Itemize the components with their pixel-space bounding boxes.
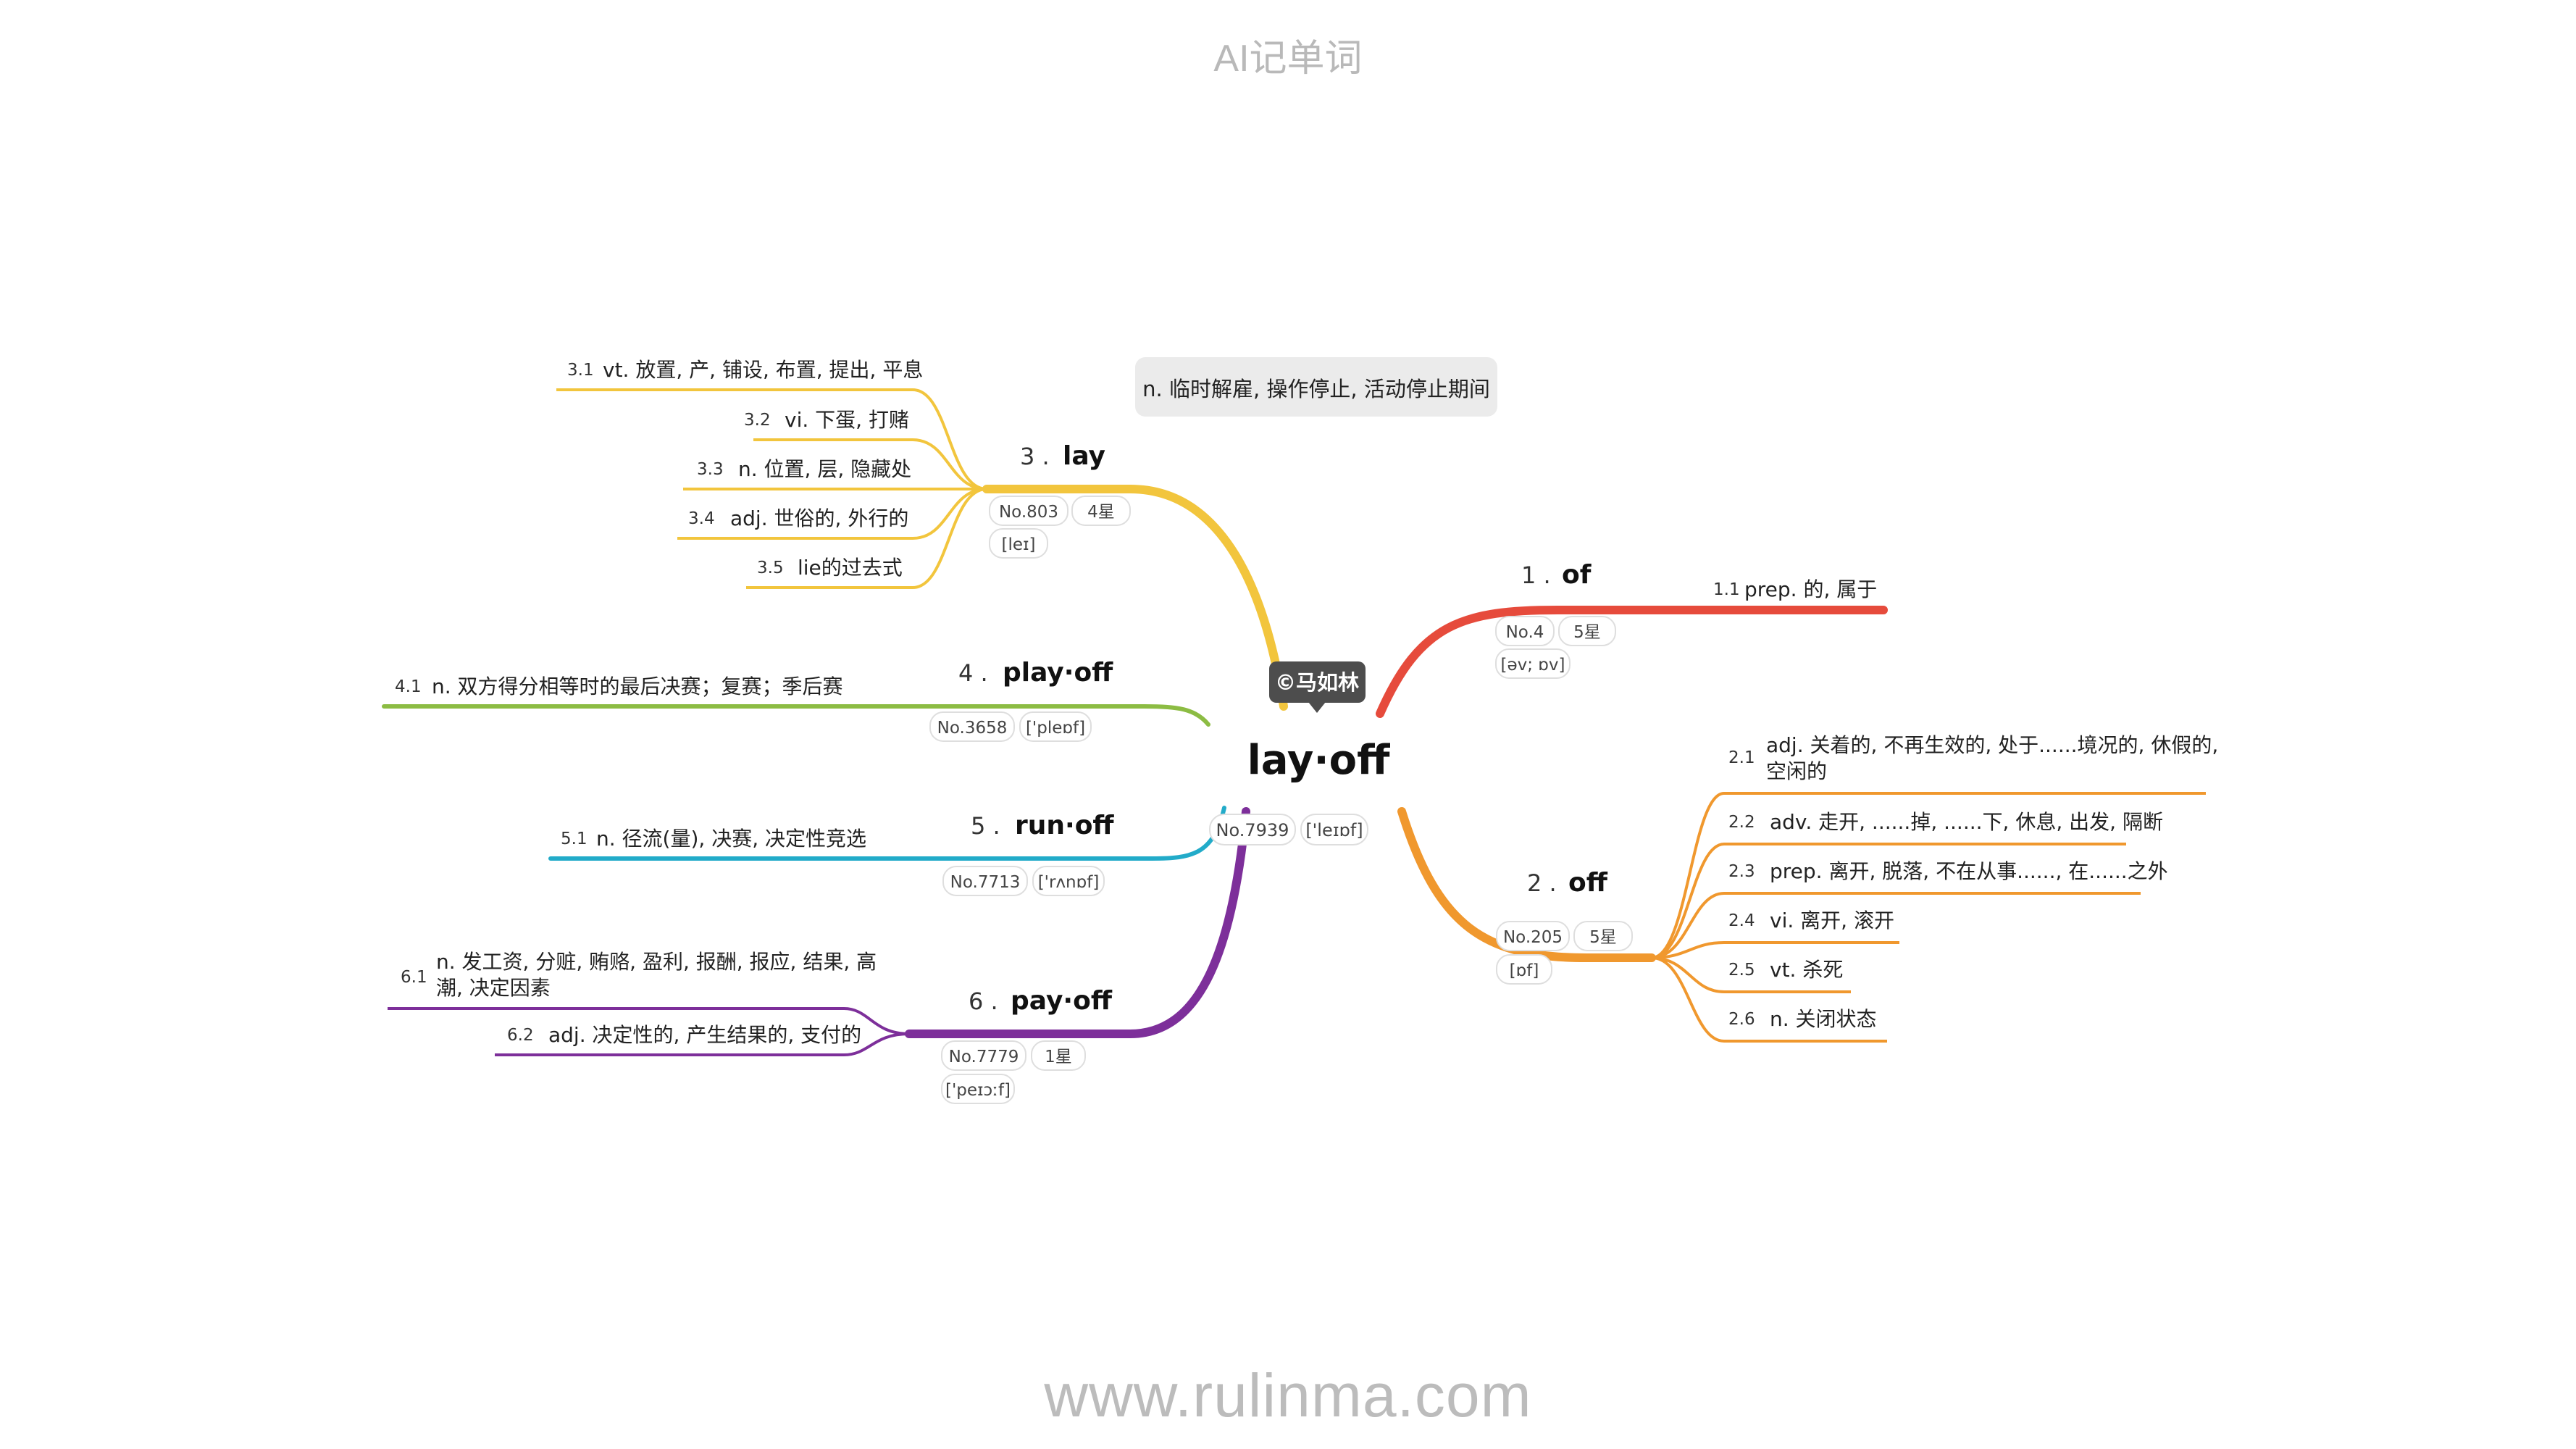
central-topic[interactable]: lay·off No.7939 ['leɪɒf]: [1209, 737, 1391, 845]
branch-number: 6 .: [969, 987, 998, 1015]
meaning-number: 5.1: [561, 830, 587, 848]
branch-number: 4 .: [958, 659, 988, 687]
branch-of[interactable]: 1 . of No.4 5星 [əv; ɒv] 1.1 prep. 的, 属于: [1495, 560, 1877, 679]
copyright-tag: ©马如林: [1269, 661, 1366, 713]
app-title: AI记单词: [1213, 38, 1363, 80]
stars-badge: 5星: [1589, 928, 1617, 947]
branch-word: pay·off: [1011, 986, 1113, 1016]
phonetic-badge: [ɒf]: [1510, 961, 1539, 980]
connector-playoff: [382, 704, 1210, 727]
meaning-text: vt. 杀死: [1770, 958, 1843, 982]
rank-badge: No.4: [1506, 623, 1544, 642]
branch-payoff[interactable]: 6 . pay·off No.7779 1星 ['peɪɔːf] 6.1 n. …: [401, 950, 1113, 1104]
phonetic-badge: [leɪ]: [1001, 535, 1035, 554]
meaning-text: adj. 关着的, 不再生效的, 处于......境况的, 休假的,: [1766, 733, 2218, 757]
meaning-number: 1.1: [1713, 580, 1740, 599]
meaning-number: 2.6: [1728, 1010, 1755, 1029]
meaning-number: 2.2: [1728, 813, 1755, 832]
branch-word: play·off: [1003, 658, 1113, 688]
meaning-text: n. 径流(量), 决赛, 决定性竞选: [596, 827, 866, 851]
meaning-text: vi. 离开, 滚开: [1770, 909, 1894, 932]
meaning-text-line2: 潮, 决定因素: [436, 976, 551, 1000]
meaning-number: 3.1: [567, 361, 594, 380]
meaning-text: n. 关闭状态: [1770, 1007, 1877, 1031]
phonetic-badge: ['peɪɔːf]: [945, 1081, 1011, 1100]
meaning-number: 3.2: [744, 411, 771, 430]
copyright-text: ©马如林: [1275, 670, 1359, 695]
stars-badge: 4星: [1087, 503, 1115, 522]
meaning-number: 3.5: [757, 559, 784, 577]
central-word: lay·off: [1247, 737, 1391, 784]
phonetic-badge: [əv; ɒv]: [1501, 656, 1565, 675]
meaning-text: adj. 决定性的, 产生结果的, 支付的: [548, 1023, 861, 1047]
meaning-number: 3.4: [688, 509, 715, 528]
meaning-text: vt. 放置, 产, 铺设, 布置, 提出, 平息: [603, 358, 923, 382]
payoff-sub-connectors: [388, 1007, 910, 1056]
central-phonetic-badge: ['leɪɒf]: [1305, 820, 1363, 840]
central-rank-badge: No.7939: [1216, 820, 1289, 840]
branch-lay[interactable]: 3 . lay No.803 4星 [leɪ] 3.1 vt. 放置, 产, 铺…: [567, 358, 1131, 580]
meaning-text-line2: 空闲的: [1766, 759, 1827, 783]
meaning-text: prep. 的, 属于: [1744, 577, 1877, 601]
branch-number: 2 .: [1527, 869, 1557, 897]
meaning-text: vi. 下蛋, 打赌: [785, 408, 909, 432]
site-url-watermark: www.rulinma.com: [1044, 1361, 1532, 1429]
meaning-text: adj. 世俗的, 外行的: [730, 506, 908, 530]
branch-number: 1 .: [1521, 561, 1551, 589]
meaning-number: 2.5: [1728, 961, 1755, 980]
phonetic-badge: ['rʌnɒf]: [1038, 873, 1100, 892]
meaning-number: 6.2: [507, 1026, 534, 1045]
meaning-text: adv. 走开, ......掉, ......下, 休息, 出发, 隔断: [1770, 810, 2163, 834]
definition-bubble: n. 临时解雇, 操作停止, 活动停止期间: [1135, 357, 1497, 417]
stars-badge: 1星: [1045, 1048, 1072, 1066]
off-sub-connectors: [1651, 792, 2206, 1043]
meaning-text: prep. 离开, 脱落, 不在从事......, 在......之外: [1770, 859, 2168, 883]
branch-word: off: [1568, 868, 1608, 898]
branch-runoff[interactable]: 5 . run·off No.7713 ['rʌnɒf] 5.1 n. 径流(量…: [561, 811, 1114, 896]
rank-badge: No.7713: [950, 873, 1021, 892]
branch-word: run·off: [1015, 811, 1114, 840]
connector-payoff: [905, 807, 1250, 1038]
central-definition: n. 临时解雇, 操作停止, 活动停止期间: [1142, 377, 1490, 401]
rank-badge: No.205: [1503, 928, 1563, 947]
phonetic-badge: ['pleɒf]: [1026, 719, 1085, 738]
branch-number: 5 .: [971, 812, 1000, 840]
branch-number: 3 .: [1020, 443, 1050, 470]
meaning-number: 6.1: [401, 968, 427, 987]
connector-off: [1397, 807, 1656, 962]
rank-badge: No.803: [999, 503, 1058, 522]
meaning-number: 2.1: [1728, 748, 1755, 767]
meaning-text: n. 双方得分相等时的最后决赛；复赛；季后赛: [432, 675, 843, 698]
branch-off[interactable]: 2 . off No.205 5星 [ɒf] 2.1 adj. 关着的, 不再生…: [1496, 733, 2218, 1031]
meaning-number: 3.3: [697, 460, 724, 479]
connector-of: [1376, 606, 1888, 718]
meaning-number: 2.4: [1728, 911, 1755, 930]
lay-sub-connectors: [556, 388, 987, 589]
meaning-text: n. 位置, 层, 隐藏处: [738, 457, 911, 481]
meaning-number: 4.1: [395, 677, 422, 696]
branch-playoff[interactable]: 4 . play·off No.3658 ['pleɒf] 4.1 n. 双方得…: [395, 658, 1113, 742]
branch-word: of: [1562, 560, 1592, 590]
meaning-number: 2.3: [1728, 862, 1755, 881]
connector-lay: [982, 485, 1288, 711]
stars-badge: 5星: [1573, 623, 1601, 642]
meaning-text: lie的过去式: [798, 556, 903, 580]
branch-word: lay: [1063, 441, 1105, 471]
rank-badge: No.7779: [949, 1048, 1019, 1066]
rank-badge: No.3658: [937, 719, 1008, 738]
meaning-text: n. 发工资, 分赃, 贿赂, 盈利, 报酬, 报应, 结果, 高: [436, 950, 877, 974]
